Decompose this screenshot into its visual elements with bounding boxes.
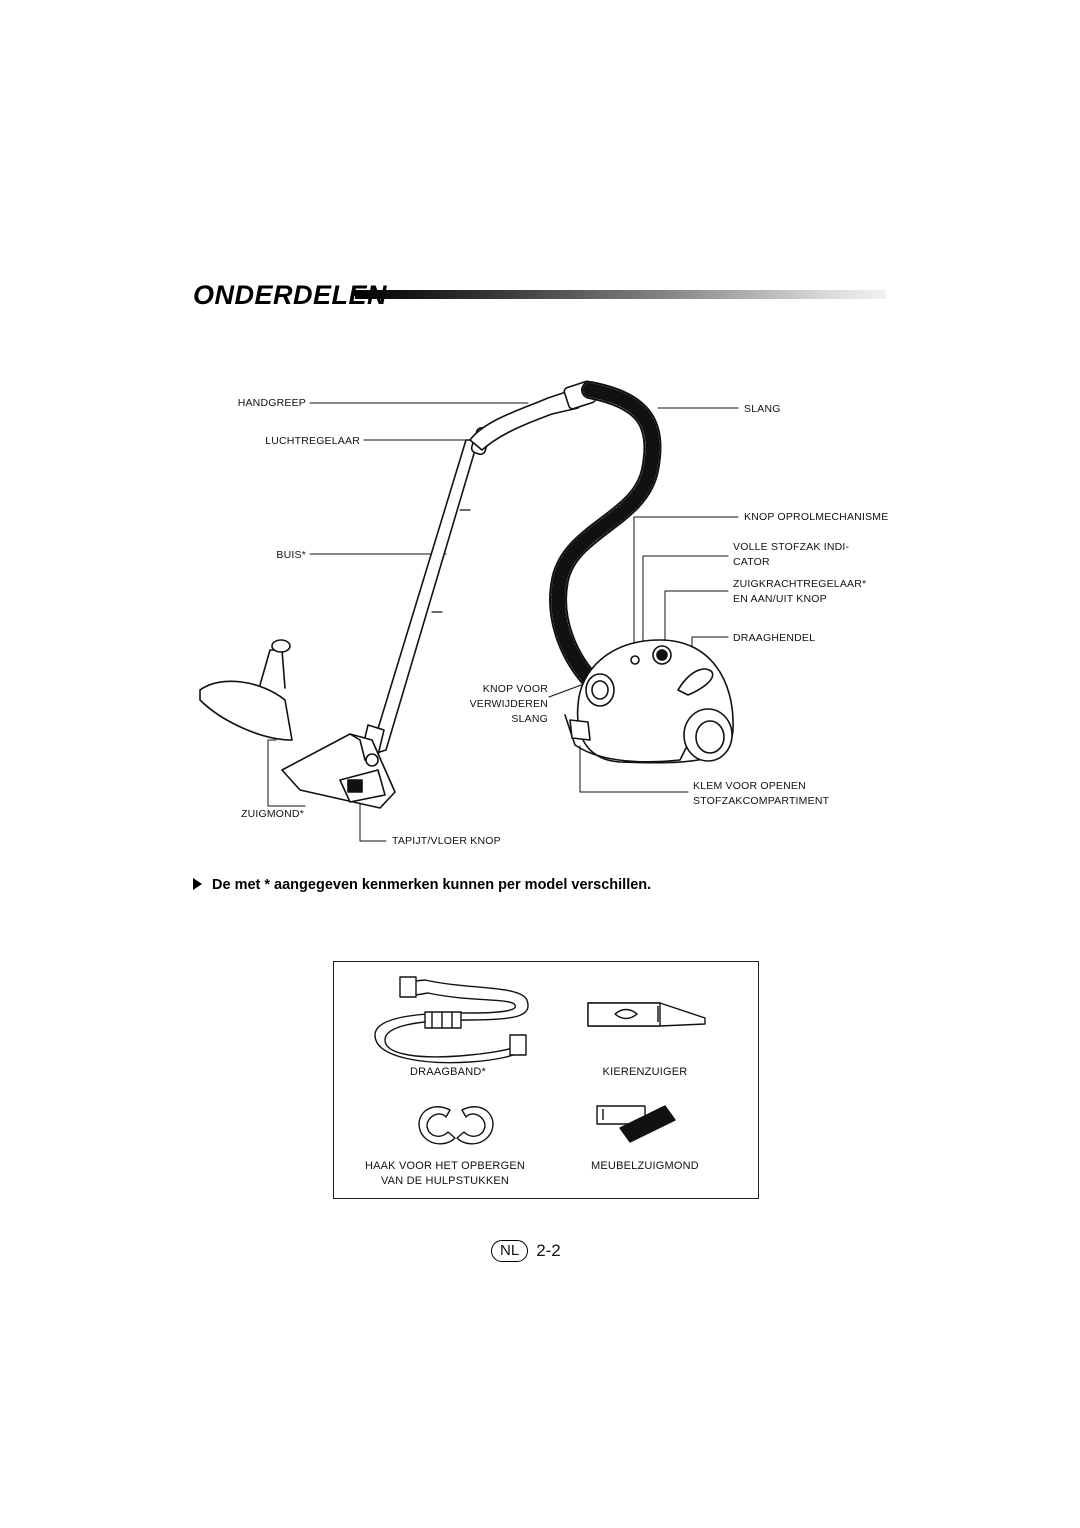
label-slang: SLANG bbox=[744, 403, 781, 415]
note-text: De met * aangegeven kenmerken kunnen per… bbox=[212, 877, 652, 893]
label-zuigmond: ZUIGMOND* bbox=[240, 808, 304, 820]
label-draagband: DRAAGBAND* bbox=[410, 1066, 486, 1078]
label-kierenzuiger: KIERENZUIGER bbox=[602, 1066, 688, 1078]
label-klem-1: KLEM VOOR OPENEN bbox=[693, 780, 806, 792]
page-title: ONDERDELEN bbox=[193, 280, 388, 310]
strap-icon bbox=[374, 976, 529, 1064]
label-zuigkrachtregelaar-1: ZUIGKRACHTREGELAAR* bbox=[733, 578, 867, 590]
page-number: NL 2-2 bbox=[491, 1240, 561, 1262]
label-haak-2: VAN DE HULPSTUKKEN bbox=[380, 1175, 510, 1187]
label-klem-2: STOFZAKCOMPARTIMENT bbox=[693, 795, 830, 807]
label-slang-knop: SLANG bbox=[511, 713, 548, 725]
label-haak-1: HAAK VOOR HET OPBERGEN bbox=[364, 1160, 526, 1172]
label-draaghendel: DRAAGHENDEL bbox=[733, 632, 816, 644]
storage-clips-icon bbox=[418, 1106, 494, 1145]
label-knop-oprolmechanisme: KNOP OPROLMECHANISME bbox=[744, 511, 889, 523]
label-luchtregelaar: LUCHTREGELAAR bbox=[265, 435, 360, 447]
model-variation-note: De met * aangegeven kenmerken kunnen per… bbox=[193, 877, 651, 893]
label-knop-voor: KNOP VOOR bbox=[482, 683, 548, 695]
language-badge: NL bbox=[491, 1240, 529, 1262]
label-buis: BUIS* bbox=[276, 549, 306, 561]
label-volle-stofzak-2: CATOR bbox=[733, 556, 770, 568]
page-number-text: 2-2 bbox=[536, 1241, 561, 1260]
label-volle-stofzak-1: VOLLE STOFZAK INDI- bbox=[733, 541, 850, 553]
crevice-tool-icon bbox=[587, 1002, 706, 1027]
title-gradient-bar bbox=[355, 290, 886, 299]
label-tapijt-vloer-knop: TAPIJT/VLOER KNOP bbox=[392, 835, 501, 847]
label-handgreep: HANDGREEP bbox=[237, 397, 306, 409]
accessories-box bbox=[333, 961, 759, 1199]
label-zuigkrachtregelaar-2: EN AAN/UIT KNOP bbox=[733, 593, 827, 605]
label-verwijderen: VERWIJDEREN bbox=[469, 698, 548, 710]
label-meubelzuigmond: MEUBELZUIGMOND bbox=[591, 1160, 699, 1172]
brush-icon bbox=[596, 1105, 676, 1143]
bullet-arrow-icon bbox=[193, 878, 202, 890]
